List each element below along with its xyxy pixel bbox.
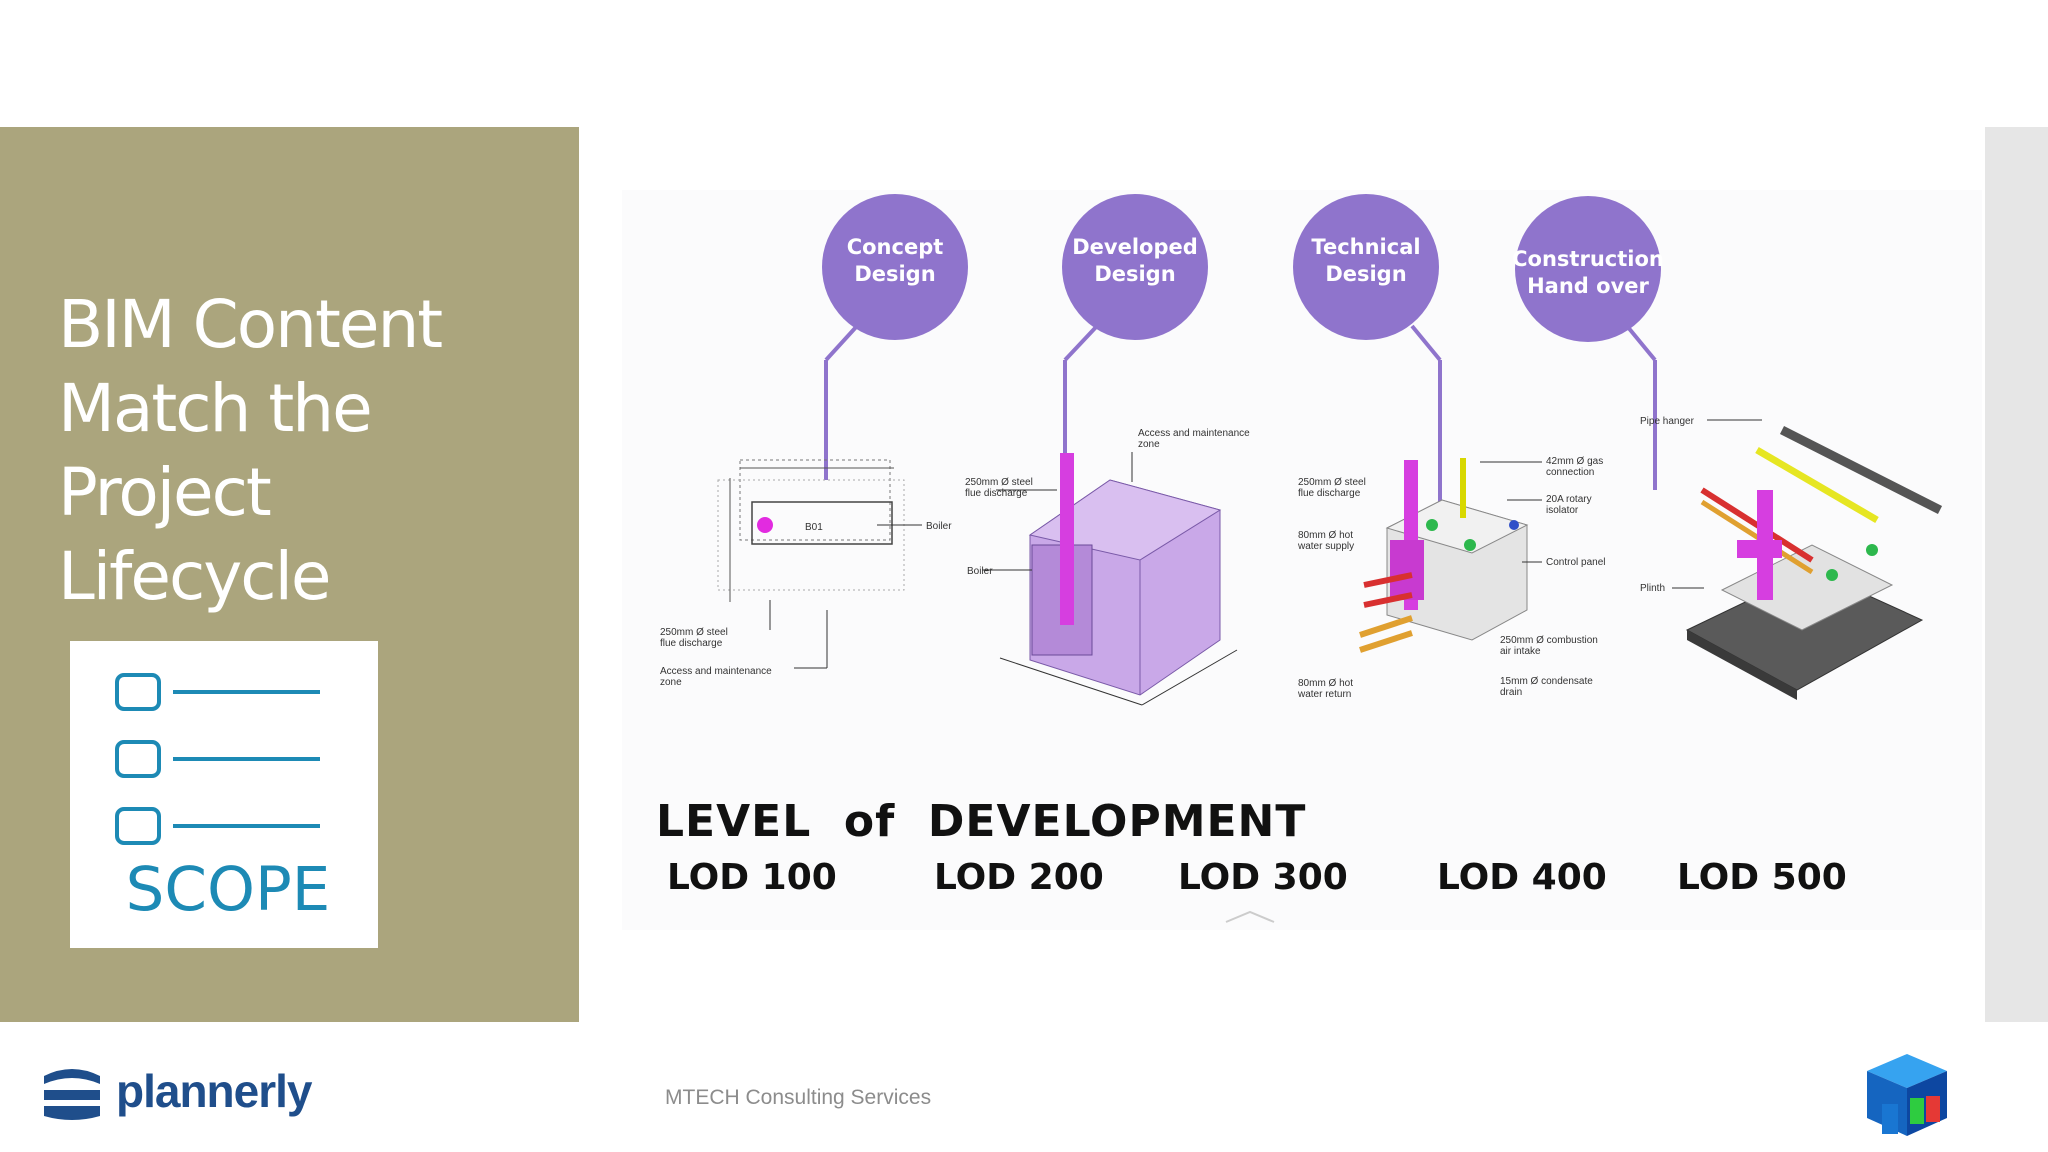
right-edge-strip	[1985, 127, 2048, 1022]
access-label: Access and maintenance	[660, 666, 772, 677]
lod-label: LOD 500	[1677, 857, 1847, 898]
stage-label: Concept	[847, 235, 944, 259]
plannerly-logo	[44, 1069, 100, 1120]
stage-concept: Concept Design	[822, 194, 968, 480]
boiler-label: Boiler	[926, 521, 952, 532]
title-line: Lifecycle	[58, 538, 332, 615]
scope-label: SCOPE	[126, 854, 331, 925]
supply-label: water supply	[1297, 541, 1354, 552]
lod-label: LOD 400	[1437, 857, 1607, 898]
mtech-cube-logo	[1867, 1054, 1947, 1136]
scope-checklist-icon: SCOPE	[70, 641, 378, 948]
flue-label: 250mm Ø steel	[965, 477, 1033, 488]
stage-label: Design	[1094, 262, 1175, 286]
footer-company: MTECH Consulting Services	[665, 1086, 932, 1109]
combustion-label: 250mm Ø combustion	[1500, 635, 1598, 646]
stage-label: Design	[854, 262, 935, 286]
brand-name: plannerly	[116, 1065, 313, 1117]
flue-label: flue discharge	[660, 638, 723, 649]
isolator-label: 20A rotary	[1546, 494, 1592, 505]
stage-bubble	[1515, 196, 1661, 342]
lod-label: LOD 200	[934, 857, 1104, 898]
boiler-code: B01	[805, 522, 823, 533]
condensate-label: drain	[1500, 687, 1522, 698]
stage-developed: Developed Design	[1062, 194, 1208, 460]
lod-label: LOD 300	[1178, 857, 1348, 898]
stage-technical: Technical Design	[1293, 194, 1442, 515]
title-line: Project	[58, 454, 272, 531]
pipe-hanger-label: Pipe hanger	[1640, 416, 1695, 427]
lod-diagram-svg: Concept Design Developed Design Technica…	[656, 194, 1943, 923]
stage-label: Developed	[1072, 235, 1198, 259]
stage-construction: Construction Hand over	[1512, 196, 1664, 490]
stage-bubble	[1062, 194, 1208, 340]
flue-label: flue discharge	[1298, 488, 1361, 499]
lod300-technical-model: 250mm Ø steel flue discharge 80mm Ø hot …	[1297, 456, 1605, 700]
gas-label: 42mm Ø gas	[1546, 456, 1603, 467]
isolator-label: isolator	[1546, 505, 1579, 516]
flue-label: 250mm Ø steel	[660, 627, 728, 638]
title-line: Match the	[58, 370, 373, 447]
boiler-label: Boiler	[967, 566, 993, 577]
flue-pipe	[1060, 453, 1074, 625]
gas-label: connection	[1546, 467, 1594, 478]
combustion-label: air intake	[1500, 646, 1541, 657]
lod-label: LOD 100	[667, 857, 837, 898]
access-label: zone	[660, 677, 682, 688]
condensate-label: 15mm Ø condensate	[1500, 676, 1593, 687]
supply-label: 80mm Ø hot	[1298, 530, 1353, 541]
stage-label: Construction	[1512, 247, 1664, 271]
plannerly-mark-icon	[44, 1069, 100, 1120]
return-label: 80mm Ø hot	[1298, 678, 1353, 689]
flue-label: 250mm Ø steel	[1298, 477, 1366, 488]
lod-diagram: Concept Design Developed Design Technica…	[622, 190, 1982, 930]
plinth-label: Plinth	[1640, 583, 1665, 594]
access-label: zone	[1138, 439, 1160, 450]
lod200-massing-model: 250mm Ø steel flue discharge Access and …	[965, 428, 1250, 706]
flue-label: flue discharge	[965, 488, 1028, 499]
stage-label: Technical	[1311, 235, 1420, 259]
flue-marker	[757, 517, 773, 533]
stage-label: Design	[1325, 262, 1406, 286]
slide-title: BIM Content Match the Project Lifecycle	[58, 283, 558, 619]
caret-icon	[1225, 910, 1275, 923]
lod400-fabrication-model: Pipe hanger Plinth	[1640, 416, 1943, 700]
return-label: water return	[1297, 689, 1351, 700]
control-panel-label: Control panel	[1546, 557, 1605, 568]
lod-heading: LEVEL of DEVELOPMENT	[656, 796, 1306, 847]
access-label: Access and maintenance	[1138, 428, 1250, 439]
lod100-plan-drawing: B01 Boiler 250mm Ø steel flue discharge …	[660, 459, 952, 688]
checklist-icon: SCOPE	[115, 673, 331, 925]
title-line: BIM Content	[58, 286, 443, 363]
stage-bubble	[822, 194, 968, 340]
stage-label: Hand over	[1527, 274, 1649, 298]
stage-bubble	[1293, 194, 1439, 340]
